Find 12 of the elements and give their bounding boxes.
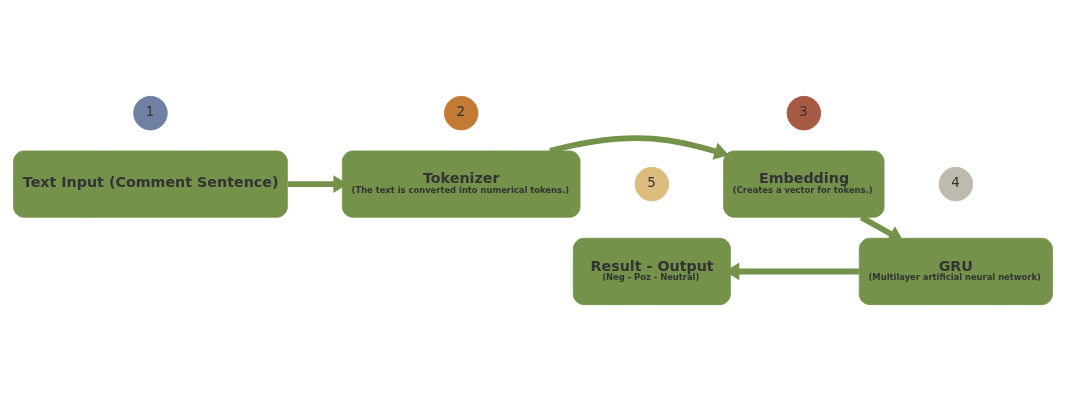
arrow [549,135,729,160]
node-box: Text Input (Comment Sentence) [13,150,288,218]
node-box: GRU (Multilayer artificial neural network) [858,237,1053,306]
node-box: Tokenizer (The text is converted into numerical tokens.) [341,150,581,218]
node-circle: 3 [786,95,822,131]
node-circle: 5 [634,166,670,202]
arrow [859,214,904,242]
node-box: Result - Output (Neg - Poz - Neutral) [572,237,731,306]
node-circle: 4 [938,166,974,202]
node-circle: 1 [133,95,168,131]
node-box: Embedding (Creates a vector for tokens.) [723,150,885,218]
node-circle: 2 [443,95,479,131]
